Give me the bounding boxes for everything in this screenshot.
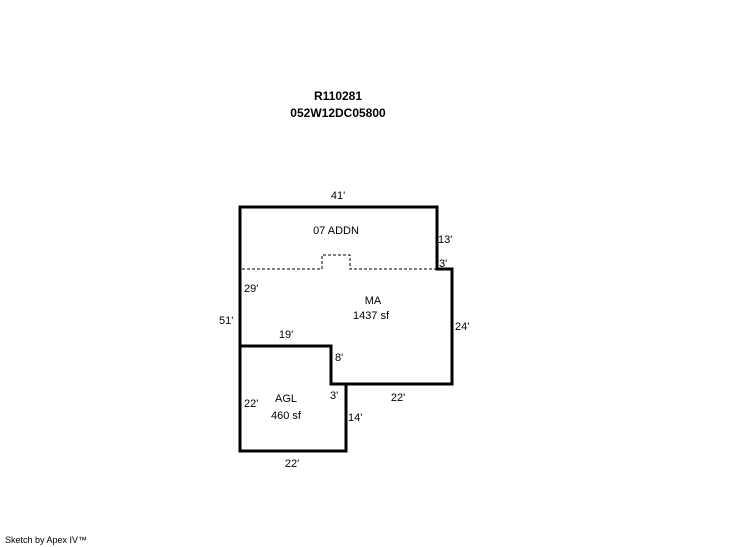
dim-ma-right: 24' — [455, 321, 469, 333]
agl-outline — [238, 346, 348, 453]
dim-ma-bottom: 22' — [391, 392, 405, 404]
area-label-ma: MA — [365, 295, 382, 307]
area-label-agl: AGL — [275, 393, 297, 405]
dim-agl-left: 22' — [244, 398, 258, 410]
addn-divider-dashed — [242, 254, 436, 270]
sketch-credit: Sketch by Apex IV™ — [5, 535, 88, 545]
dim-ma-inner-top: 19' — [279, 329, 293, 341]
dim-addn-right: 13' — [438, 234, 452, 246]
area-label-addn: 07 ADDN — [313, 225, 359, 237]
dim-ma-left: 29' — [244, 283, 258, 295]
dim-agl-right: 14' — [348, 412, 362, 424]
dim-ma-inner-right: 8' — [335, 352, 343, 364]
dim-step-right: 3' — [439, 258, 447, 270]
main-outline — [238, 205, 454, 386]
dim-addn-top: 41' — [331, 190, 345, 202]
area-size-agl: 460 sf — [271, 410, 302, 422]
dim-agl-step: 3' — [330, 390, 338, 402]
dim-agl-bottom: 22' — [285, 458, 299, 470]
account-number: R110281 — [314, 89, 362, 103]
area-size-ma: 1437 sf — [353, 310, 390, 322]
dim-overall-left: 51' — [219, 315, 233, 327]
parcel-number: 052W12DC05800 — [290, 106, 386, 120]
